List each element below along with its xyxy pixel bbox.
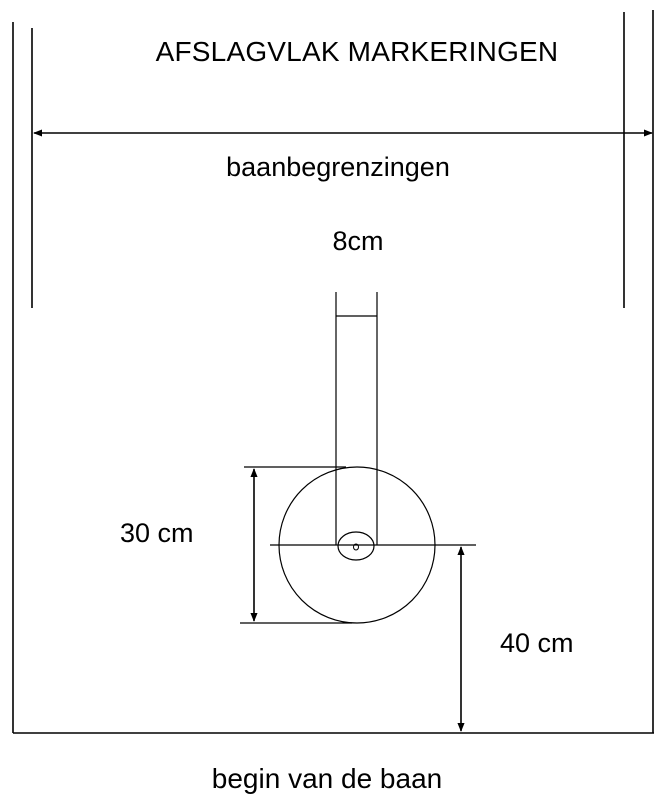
diagram-title: AFSLAGVLAK MARKERINGEN [155,36,559,67]
strip-width-label: 8cm [332,226,384,256]
ball-zone-height-label: 30 cm [120,518,194,548]
tee-spot-inner [353,543,359,551]
tee-spot-outer [337,531,375,561]
lane-start-label: begin van de baan [211,763,443,794]
distance-from-start-label: 40 cm [500,628,574,658]
lane-boundaries-label: baanbegrenzingen [226,152,450,182]
